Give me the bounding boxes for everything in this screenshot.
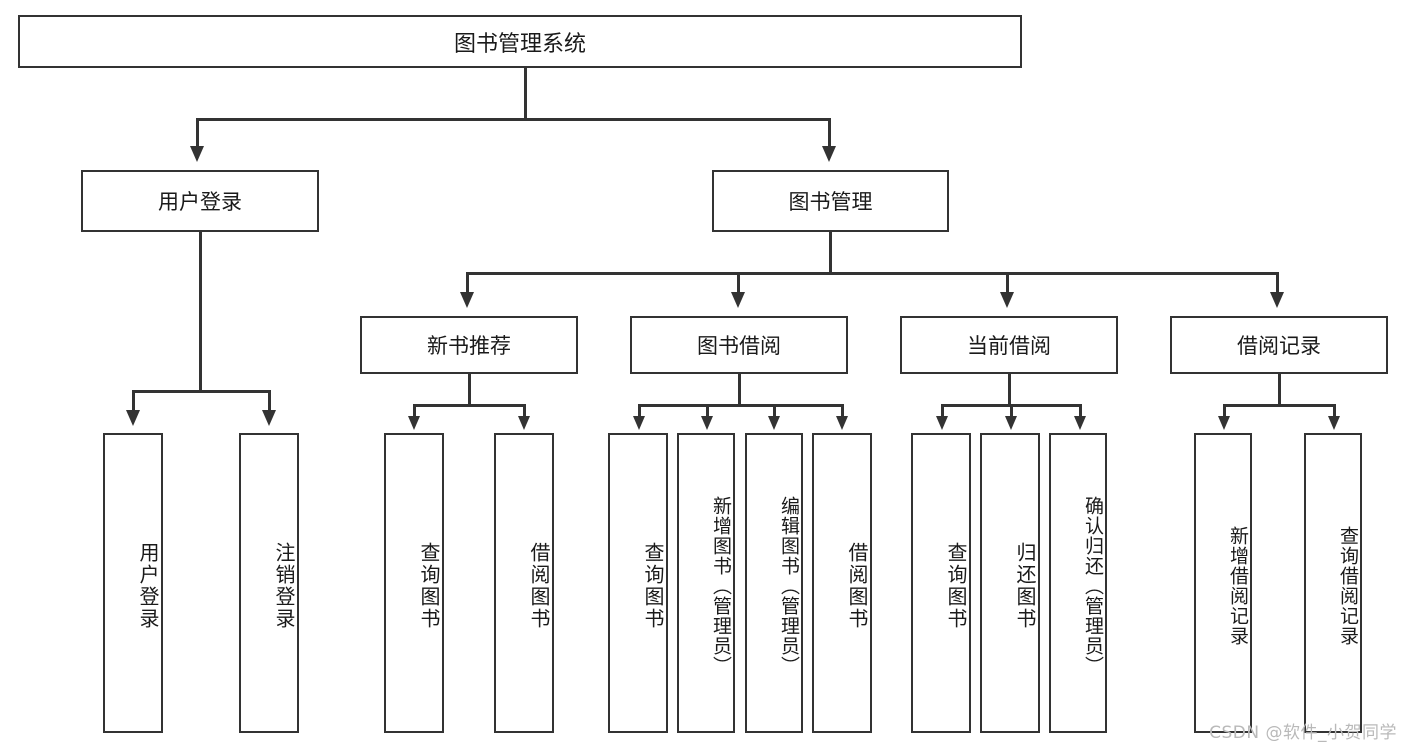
node-user-login[interactable]: 用户登录 <box>81 170 319 232</box>
node-label: 查询借阅记录 <box>1337 526 1359 646</box>
leaf-return-book[interactable]: 归还图书 <box>980 433 1040 733</box>
leaf-edit-book-admin[interactable]: 编辑图书（管理员） <box>745 433 803 733</box>
connector-br-leaf-1 <box>1223 404 1226 418</box>
node-label: 图书管理 <box>788 190 873 214</box>
leaf-query-book-current[interactable]: 查询图书 <box>911 433 971 733</box>
leaf-query-book-new[interactable]: 查询图书 <box>384 433 444 733</box>
leaf-query-book-borrow[interactable]: 查询图书 <box>608 433 668 733</box>
arrowhead-leaf-confirm-return <box>1074 416 1086 430</box>
connector-user-login-bus <box>133 390 269 393</box>
node-label: 新增借阅记录 <box>1227 526 1249 646</box>
arrowhead-leaf-borrow-book-nb <box>518 416 530 430</box>
node-borrow-record[interactable]: 借阅记录 <box>1170 316 1388 374</box>
connector-root-to-book-manage <box>828 118 831 148</box>
connector-user-login-to-leaf-2 <box>268 390 271 412</box>
arrowhead-leaf-user-login <box>126 410 140 426</box>
arrowhead-leaf-add-record <box>1218 416 1230 430</box>
node-label: 用户登录 <box>158 190 242 214</box>
arrowhead-borrow-record <box>1270 292 1284 308</box>
arrowhead-leaf-borrow-book-bb <box>836 416 848 430</box>
connector-book-borrow-bus <box>639 404 844 407</box>
connector-new-book-stem <box>468 374 471 406</box>
connector-new-book-leaf-2 <box>523 404 526 418</box>
leaf-add-book-admin[interactable]: 新增图书（管理员） <box>677 433 735 733</box>
connector-root-stem <box>524 68 527 120</box>
node-book-borrow[interactable]: 图书借阅 <box>630 316 848 374</box>
node-root-system[interactable]: 图书管理系统 <box>18 15 1022 68</box>
arrowhead-book-manage <box>822 146 836 162</box>
connector-to-borrow-record <box>1276 272 1279 294</box>
connector-bb-leaf-4 <box>841 404 844 418</box>
leaf-user-login[interactable]: 用户登录 <box>103 433 163 733</box>
arrowhead-leaf-query-book-nb <box>408 416 420 430</box>
leaf-borrow-book[interactable]: 借阅图书 <box>812 433 872 733</box>
connector-borrow-record-stem <box>1278 374 1281 406</box>
arrowhead-leaf-query-record <box>1328 416 1340 430</box>
csdn-watermark: CSDN @软件_小贺同学 <box>1209 723 1397 743</box>
node-label: 借阅记录 <box>1237 334 1321 358</box>
node-label: 编辑图书（管理员） <box>778 496 800 676</box>
connector-user-login-stem <box>199 232 202 392</box>
connector-borrow-record-bus <box>1224 404 1334 407</box>
leaf-borrow-book-new[interactable]: 借阅图书 <box>494 433 554 733</box>
node-label: 新增图书（管理员） <box>710 496 732 676</box>
node-label: 归还图书 <box>1013 542 1037 630</box>
arrowhead-leaf-logout <box>262 410 276 426</box>
connector-cb-leaf-3 <box>1079 404 1082 418</box>
connector-root-bus <box>197 118 830 121</box>
arrowhead-leaf-edit-book <box>768 416 780 430</box>
node-label: 用户登录 <box>136 542 160 630</box>
node-current-borrow[interactable]: 当前借阅 <box>900 316 1118 374</box>
connector-bb-leaf-3 <box>773 404 776 418</box>
connector-br-leaf-2 <box>1333 404 1336 418</box>
node-label: 注销登录 <box>272 542 296 630</box>
connector-to-current-borrow <box>1006 272 1009 294</box>
node-label: 查询图书 <box>641 542 665 630</box>
node-book-manage[interactable]: 图书管理 <box>712 170 949 232</box>
node-new-book-recommend[interactable]: 新书推荐 <box>360 316 578 374</box>
node-label: 图书借阅 <box>697 334 781 358</box>
leaf-query-borrow-record[interactable]: 查询借阅记录 <box>1304 433 1362 733</box>
connector-new-book-bus <box>414 404 524 407</box>
connector-current-borrow-stem <box>1008 374 1011 406</box>
connector-cb-leaf-2 <box>1010 404 1013 418</box>
arrowhead-book-borrow <box>731 292 745 308</box>
arrowhead-new-book-recommend <box>460 292 474 308</box>
arrowhead-current-borrow <box>1000 292 1014 308</box>
connector-bb-leaf-1 <box>638 404 641 418</box>
connector-root-to-user-login <box>196 118 199 148</box>
arrowhead-leaf-add-book <box>701 416 713 430</box>
node-label: 查询图书 <box>417 542 441 630</box>
node-label: 借阅图书 <box>527 542 551 630</box>
leaf-confirm-return-admin[interactable]: 确认归还（管理员） <box>1049 433 1107 733</box>
arrowhead-leaf-return-book <box>1005 416 1017 430</box>
connector-to-book-borrow <box>737 272 740 294</box>
node-label: 图书管理系统 <box>453 31 586 57</box>
leaf-add-borrow-record[interactable]: 新增借阅记录 <box>1194 433 1252 733</box>
node-label: 当前借阅 <box>967 334 1051 358</box>
node-label: 新书推荐 <box>427 334 511 358</box>
connector-book-borrow-stem <box>738 374 741 406</box>
arrowhead-leaf-query-book-cb <box>936 416 948 430</box>
connector-user-login-to-leaf-1 <box>132 390 135 412</box>
node-label: 确认归还（管理员） <box>1082 496 1104 676</box>
arrowhead-leaf-query-book-bb <box>633 416 645 430</box>
connector-new-book-leaf-1 <box>413 404 416 418</box>
connector-book-manage-stem <box>829 232 832 274</box>
leaf-logout[interactable]: 注销登录 <box>239 433 299 733</box>
connector-book-manage-bus <box>467 272 1278 275</box>
node-label: 查询图书 <box>944 542 968 630</box>
connector-to-new-book <box>466 272 469 294</box>
node-label: 借阅图书 <box>845 542 869 630</box>
arrowhead-user-login <box>190 146 204 162</box>
connector-bb-leaf-2 <box>706 404 709 418</box>
connector-cb-leaf-1 <box>941 404 944 418</box>
